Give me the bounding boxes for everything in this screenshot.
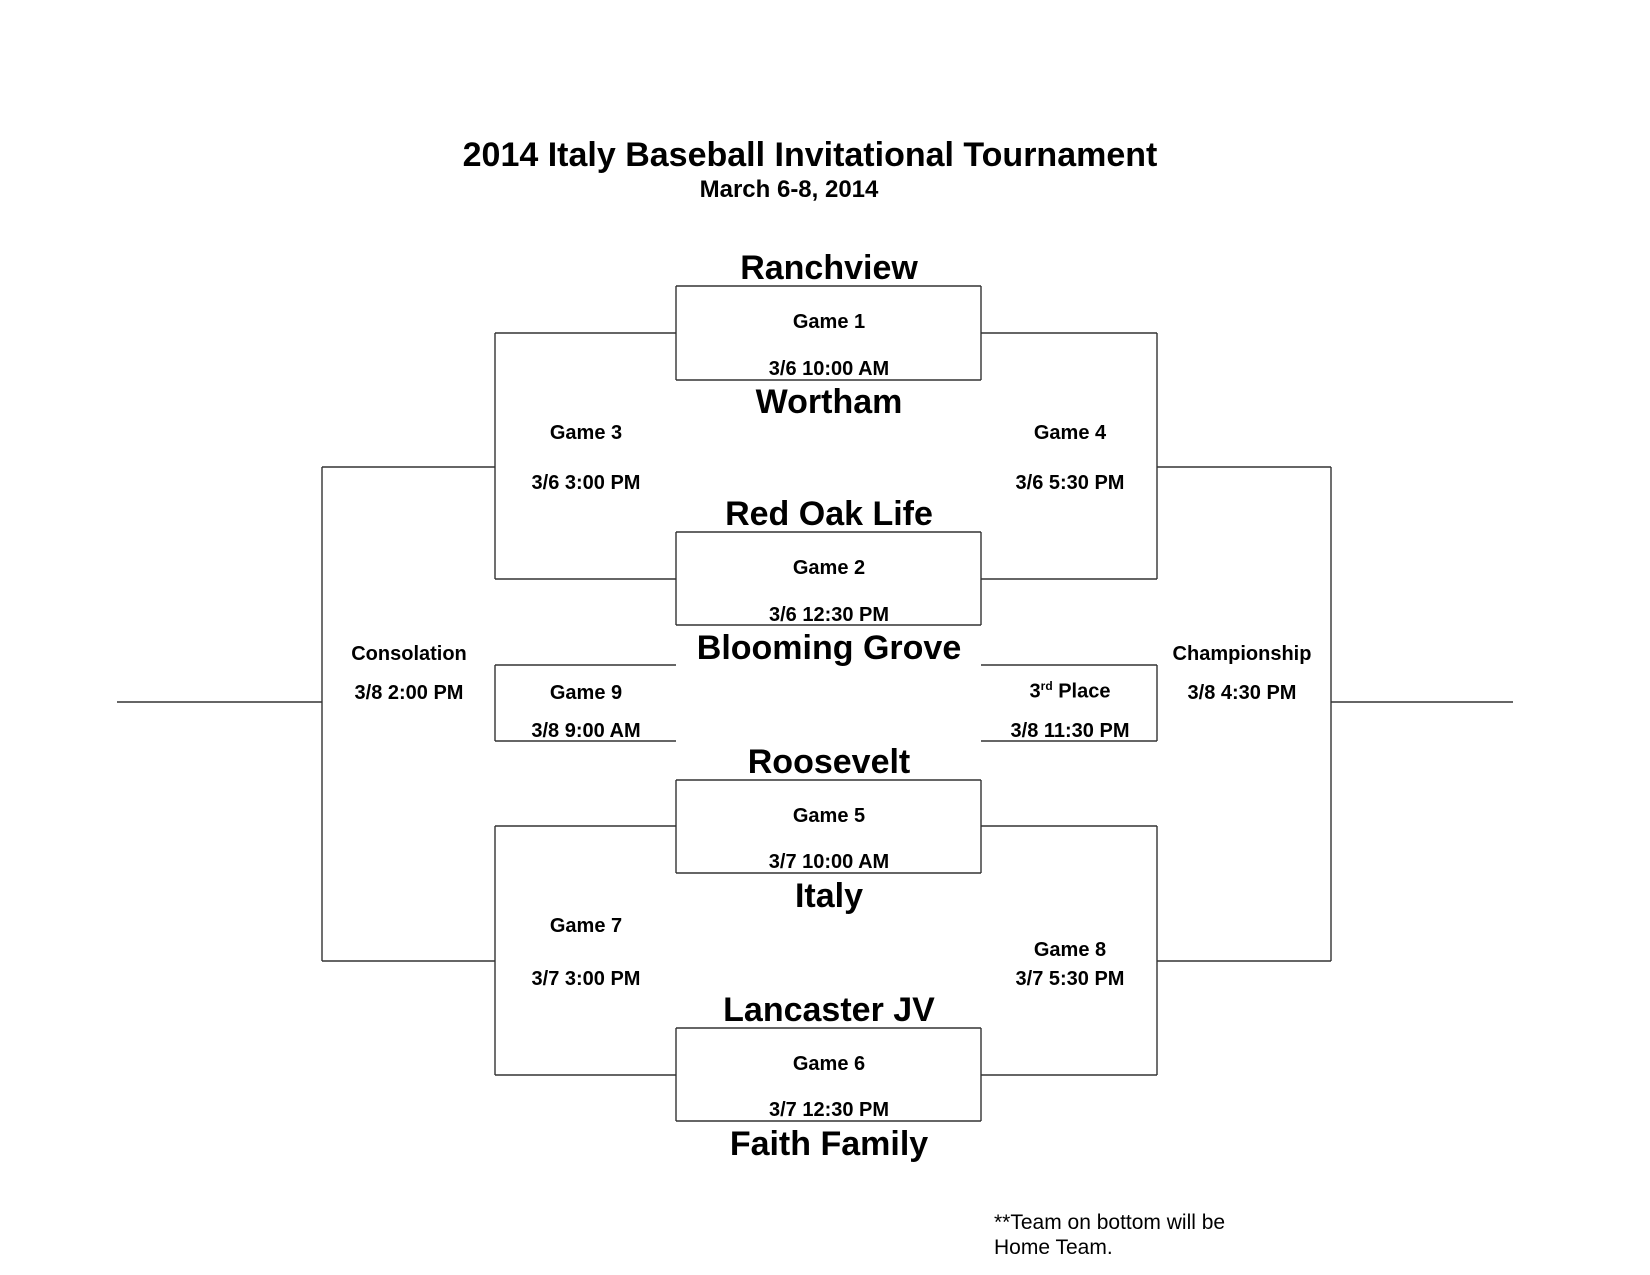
game-5-label: Game 5	[792, 805, 866, 827]
game-2-label: Game 2	[792, 557, 866, 579]
game-3-time: 3/6 3:00 PM	[531, 472, 641, 494]
game-8-label: Game 8	[1033, 939, 1107, 961]
game-9-label: Game 9	[549, 682, 623, 704]
team-label: Wortham	[755, 383, 903, 421]
game-1-label: Game 1	[792, 311, 866, 333]
consolation-label: Consolation	[351, 643, 467, 665]
championship-time: 3/8 4:30 PM	[1187, 682, 1297, 704]
third-place-label: 3rd Place	[1030, 680, 1111, 702]
game-6-label: Game 6	[792, 1053, 866, 1075]
page-title: 2014 Italy Baseball Invitational Tournam…	[462, 136, 1158, 174]
footnote-line: **Team on bottom will be	[994, 1211, 1226, 1234]
game-5-time: 3/7 10:00 AM	[768, 851, 890, 873]
team-label: Faith Family	[729, 1125, 929, 1163]
team-label: Ranchview	[740, 249, 918, 287]
third-place-num: 3	[1029, 680, 1041, 703]
team-label: Italy	[794, 877, 864, 915]
team-label: Roosevelt	[747, 743, 911, 781]
game-2-time: 3/6 12:30 PM	[768, 604, 890, 626]
team-label: Lancaster JV	[723, 991, 935, 1029]
game-7-time: 3/7 3:00 PM	[531, 968, 641, 990]
third-place-word: Place	[1052, 680, 1111, 703]
game-6-time: 3/7 12:30 PM	[768, 1099, 890, 1121]
third-place-time: 3/8 11:30 PM	[1010, 720, 1130, 742]
game-1-time: 3/6 10:00 AM	[768, 358, 890, 380]
footnote: **Team on bottom will be Home Team.	[994, 1210, 1225, 1260]
team-label: Blooming Grove	[696, 629, 962, 667]
game-4-time: 3/6 5:30 PM	[1015, 472, 1125, 494]
game-3-label: Game 3	[549, 422, 623, 444]
game-8-time: 3/7 5:30 PM	[1015, 968, 1125, 990]
championship-label: Championship	[1172, 643, 1312, 665]
tournament-dates: March 6-8, 2014	[699, 176, 879, 203]
game-9-time: 3/8 9:00 AM	[531, 720, 641, 742]
game-7-label: Game 7	[549, 915, 623, 937]
third-place-suffix: rd	[1040, 679, 1053, 693]
game-4-label: Game 4	[1033, 422, 1107, 444]
consolation-time: 3/8 2:00 PM	[354, 682, 464, 704]
footnote-line: Home Team.	[994, 1236, 1113, 1259]
team-label: Red Oak Life	[725, 495, 933, 533]
